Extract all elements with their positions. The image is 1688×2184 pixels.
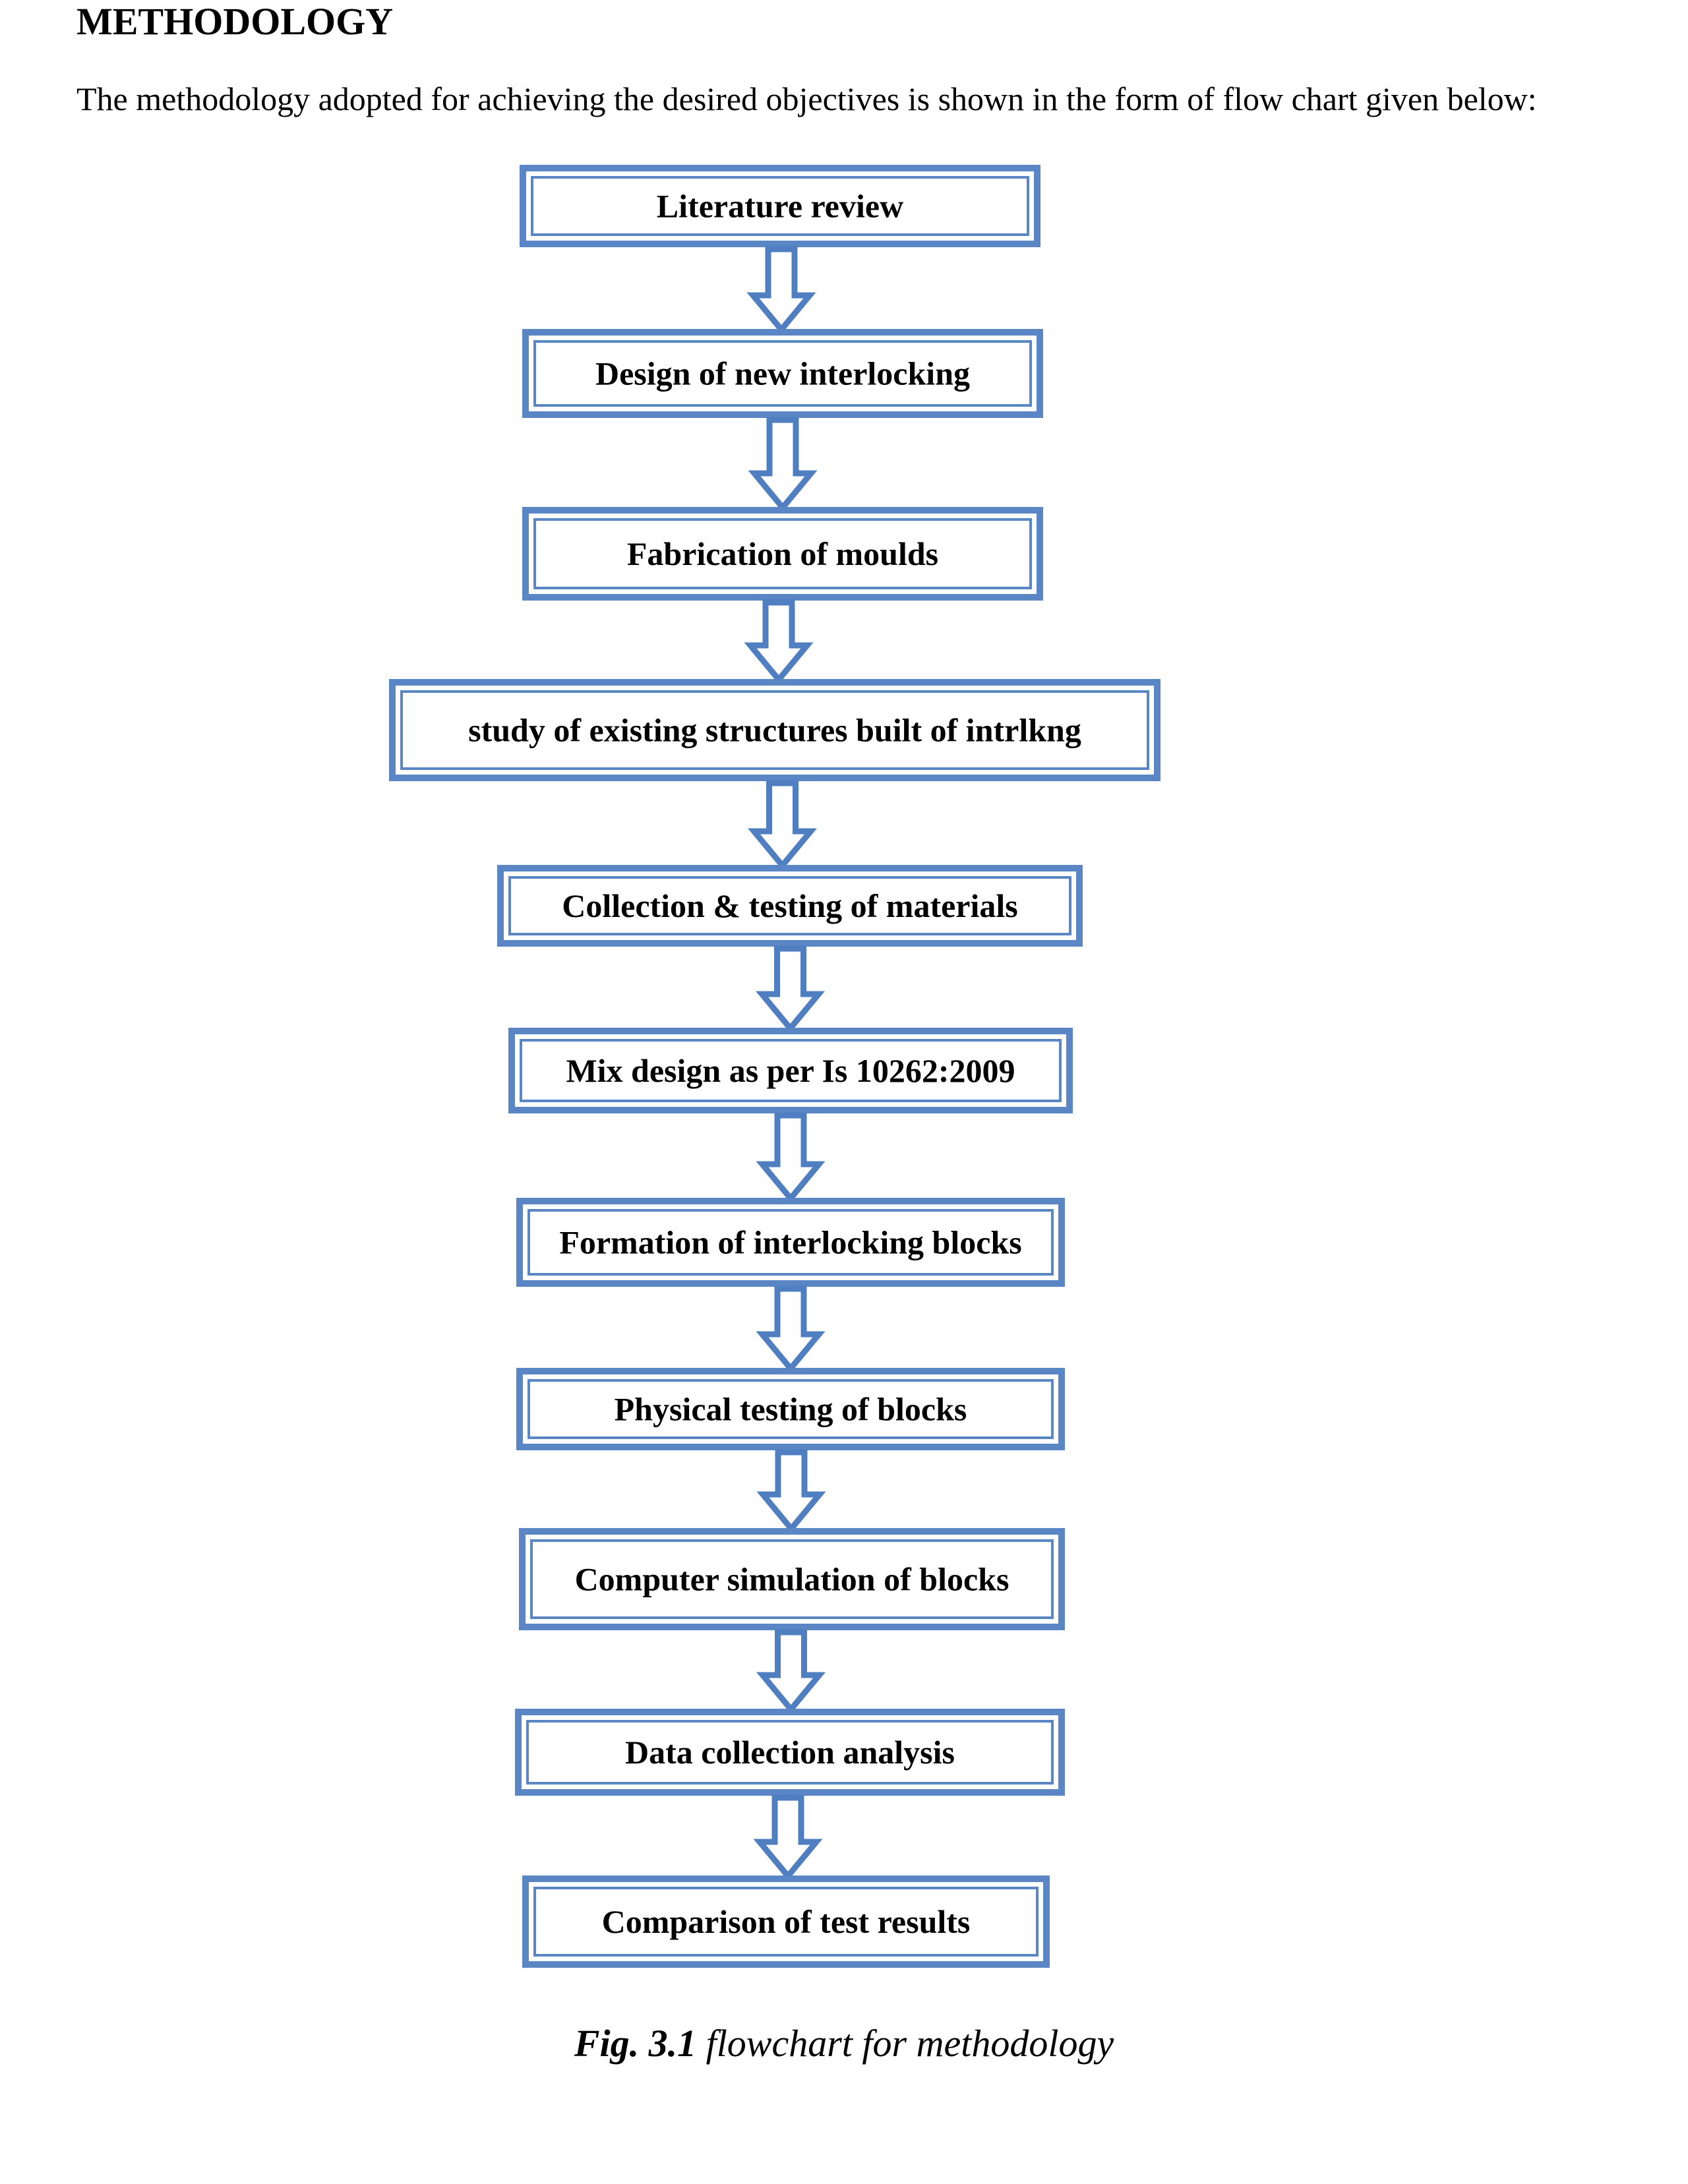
down-arrow-icon [753, 1794, 823, 1881]
flow-step-box [516, 1198, 1065, 1287]
flow-step-5: Collection & testing of materials [497, 865, 1083, 947]
down-arrow-icon [755, 945, 826, 1034]
flow-step-2: Design of new interlocking [522, 329, 1043, 418]
flow-step-box-inner [530, 1539, 1054, 1619]
flow-step-label-fabrication-of-moulds: Fabrication of moulds [627, 535, 938, 572]
flow-step-7: Formation of interlocking blocks [516, 1198, 1065, 1287]
flow-step-box [516, 1368, 1065, 1450]
flow-step-box-inner [400, 690, 1149, 770]
flow-step-box-inner [533, 340, 1032, 407]
down-arrow-icon [756, 1112, 826, 1204]
flow-step-box-inner [533, 518, 1032, 589]
flow-step-box-inner [533, 1887, 1039, 1957]
flow-step-box-inner [528, 1379, 1054, 1439]
figure-caption: Fig. 3.1 flowchart for methodology [0, 2022, 1688, 2065]
flow-step-box-inner [520, 1039, 1062, 1102]
flow-step-11: Comparison of test results [522, 1875, 1050, 1968]
flow-step-box [497, 865, 1083, 947]
flow-step-box [520, 165, 1040, 247]
down-arrow-icon [756, 1285, 826, 1374]
flow-step-label-study-of-existing-structures-built-of-intrlkng: study of existing structures built of in… [468, 712, 1081, 749]
flow-step-box [519, 1528, 1065, 1630]
flow-step-label-mix-design-as-per-is-10262-2009: Mix design as per Is 10262:2009 [566, 1052, 1015, 1089]
flow-step-box-inner [508, 876, 1071, 935]
flow-step-label-physical-testing-of-blocks: Physical testing of blocks [615, 1391, 967, 1428]
flow-step-box-inner [528, 1209, 1054, 1276]
down-arrow-icon [756, 1629, 826, 1715]
flow-step-box [522, 507, 1043, 601]
section-heading: METHODOLOGY [76, 0, 394, 43]
flow-step-8: Physical testing of blocks [516, 1368, 1065, 1450]
flow-step-box [515, 1709, 1065, 1796]
flow-step-box-inner [531, 176, 1029, 236]
flow-step-box [389, 679, 1160, 781]
flow-step-9: Computer simulation of blocks [519, 1528, 1065, 1630]
down-arrow-icon [746, 246, 816, 335]
flow-step-6: Mix design as per Is 10262:2009 [508, 1028, 1073, 1113]
figure-caption-text: flowchart for methodology [696, 2022, 1114, 2065]
flow-step-3: Fabrication of moulds [522, 507, 1043, 601]
flow-step-4: study of existing structures built of in… [389, 679, 1160, 781]
intro-paragraph: The methodology adopted for achieving th… [76, 80, 1537, 117]
flow-step-label-design-of-new-interlocking: Design of new interlocking [595, 355, 970, 392]
flow-step-10: Data collection analysis [515, 1709, 1065, 1796]
flow-step-label-formation-of-interlocking-blocks: Formation of interlocking blocks [559, 1224, 1021, 1261]
flow-step-box-inner [526, 1720, 1054, 1785]
flow-step-box [522, 1875, 1050, 1968]
flow-step-label-computer-simulation-of-blocks: Computer simulation of blocks [575, 1561, 1010, 1598]
flow-step-label-data-collection-analysis: Data collection analysis [625, 1734, 955, 1771]
flow-step-label-comparison-of-test-results: Comparison of test results [602, 1903, 971, 1940]
down-arrow-icon [756, 1449, 826, 1534]
down-arrow-icon [748, 417, 818, 513]
down-arrow-icon [747, 780, 818, 871]
flow-step-box [508, 1028, 1073, 1113]
flow-step-box [522, 329, 1043, 418]
figure-caption-label: Fig. 3.1 [574, 2022, 697, 2065]
flow-step-label-literature-review: Literature review [657, 188, 903, 225]
flow-step-label-collection-testing-of-materials: Collection & testing of materials [562, 887, 1018, 924]
flow-step-1: Literature review [520, 165, 1040, 247]
down-arrow-icon [744, 599, 814, 685]
